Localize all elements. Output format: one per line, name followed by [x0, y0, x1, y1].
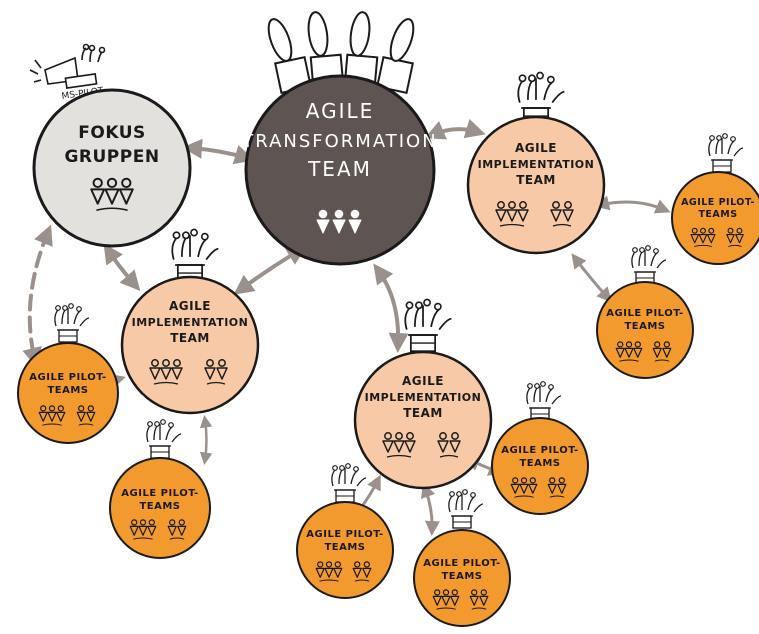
pilot-label-line1: AGILE PILOT- [29, 372, 106, 383]
pilot-label-line1: AGILE PILOT- [423, 558, 500, 569]
impl-label-line3: TEAM [403, 406, 443, 420]
impl-team-node-right: AGILE IMPLEMENTATION TEAM [466, 71, 606, 255]
gift-people-icon [708, 133, 744, 173]
megaphone-icon [29, 43, 106, 89]
gift-people-icon [631, 245, 667, 285]
pilot-team-node-left: AGILE PILOT- TEAMS [17, 303, 119, 444]
pilot-label-line1: AGILE PILOT- [606, 308, 683, 319]
impl-label-line1: AGILE [169, 299, 211, 313]
pilot-team-node-right-top: AGILE PILOT- TEAMS [671, 133, 759, 265]
focus-group-node: MS-PILOT FOKUS GRUPPEN [29, 43, 192, 248]
arrow-center-to-impl-left [233, 245, 307, 295]
focus-label-line1: FOKUS [78, 123, 146, 143]
arrow-impl-bottom-to-pilot-b2 [421, 482, 440, 536]
gift-people-icon [448, 489, 484, 529]
center-team-icon [316, 209, 362, 234]
arrow-center-to-impl-right [424, 118, 486, 140]
arrow-impl-left-to-pilot-bottom [199, 415, 213, 465]
pilot-label-line2: TEAMS [441, 571, 482, 582]
impl-circle [120, 275, 260, 415]
impl-label-line1: AGILE [515, 141, 557, 155]
center-node-agile-transformation-team: AGILE TRANSFORMATION TEAM [241, 11, 437, 266]
pilot-team-node-bottom-left: AGILE PILOT- TEAMS [109, 419, 211, 559]
pilot-label-line2: TEAMS [624, 321, 665, 332]
impl-label-line2: IMPLEMENTATION [478, 158, 595, 171]
gift-people-icon [404, 298, 453, 353]
impl-team-node-bottom: AGILE IMPLEMENTATION TEAM [353, 298, 493, 490]
impl-circle [353, 350, 493, 490]
impl-team-node-left: AGILE IMPLEMENTATION TEAM [120, 228, 260, 415]
center-circle [244, 74, 436, 266]
impl-label-line3: TEAM [170, 331, 210, 345]
pilot-team-node-bottom-center-left: AGILE PILOT- TEAMS [296, 463, 394, 599]
gift-people-icon [331, 463, 367, 503]
impl-label-line1: AGILE [402, 374, 444, 388]
pilot-label-line1: AGILE PILOT- [306, 529, 383, 540]
gift-people-icon [146, 419, 182, 459]
arrow-focus-to-impl-left [103, 243, 141, 291]
impl-label-line2: IMPLEMENTATION [132, 316, 249, 329]
pilot-circle [17, 342, 119, 444]
arrow-impl-right-to-pilot-r2 [571, 253, 613, 303]
gift-people-icon [526, 381, 562, 421]
pilot-label-line2: TEAMS [324, 542, 365, 553]
center-label-line2: TRANSFORMATION [241, 131, 437, 152]
pilot-team-node-bottom-center-right: AGILE PILOT- TEAMS [413, 489, 511, 627]
impl-label-line3: TEAM [516, 173, 556, 187]
gift-people-icon [54, 303, 90, 343]
arrow-impl-right-to-pilot-r1 [594, 195, 671, 214]
pilot-label-line2: TEAMS [698, 209, 737, 220]
gift-people-icon [171, 228, 220, 283]
pilot-label-line2: TEAMS [519, 458, 560, 469]
pilot-label-line2: TEAMS [139, 501, 180, 512]
pilot-team-node-right-bottom: AGILE PILOT- TEAMS [596, 245, 694, 379]
pilot-team-node-bottom-right: AGILE PILOT- TEAMS [491, 381, 589, 515]
center-label-line3: TEAM [307, 157, 372, 181]
arrow-focus-to-pilot-left-dashed [22, 224, 53, 368]
impl-label-line2: IMPLEMENTATION [365, 391, 482, 404]
arrow-center-to-impl-bottom [373, 263, 409, 353]
arrow-focus-to-center [182, 138, 255, 165]
pilot-label-line1: AGILE PILOT- [501, 445, 578, 456]
focus-circle [32, 88, 192, 248]
pilot-label-line2: TEAMS [47, 385, 88, 396]
focus-label-line2: GRUPPEN [64, 147, 159, 167]
pilot-label-line1: AGILE PILOT- [121, 488, 198, 499]
center-label-line1: AGILE [306, 99, 375, 123]
pilot-label-line1: AGILE PILOT- [681, 197, 755, 208]
